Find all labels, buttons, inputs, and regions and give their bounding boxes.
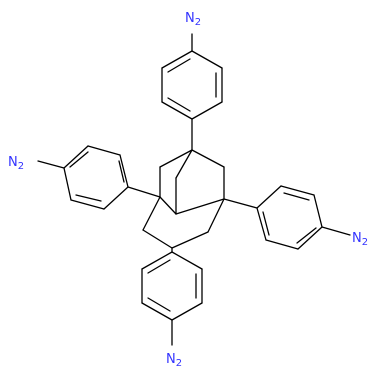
left-amine-bond [37, 160, 65, 169]
left-amine-label: N2 [8, 155, 24, 172]
top-aminophenyl-ring [161, 50, 223, 120]
left-aminophenyl-ring [63, 145, 129, 210]
right-amine-label: N2 [352, 231, 368, 248]
left-ring-adamantane-bond [127, 186, 161, 198]
bottom-amine-label: N2 [166, 352, 182, 369]
adamantane-core [142, 149, 225, 249]
right-aminophenyl-ring [256, 185, 323, 250]
right-ring-adamantane-bond [223, 198, 258, 209]
right-amine-bond [321, 226, 351, 236]
bottom-aminophenyl-ring [141, 251, 203, 321]
top-amine-label: N2 [185, 11, 201, 28]
